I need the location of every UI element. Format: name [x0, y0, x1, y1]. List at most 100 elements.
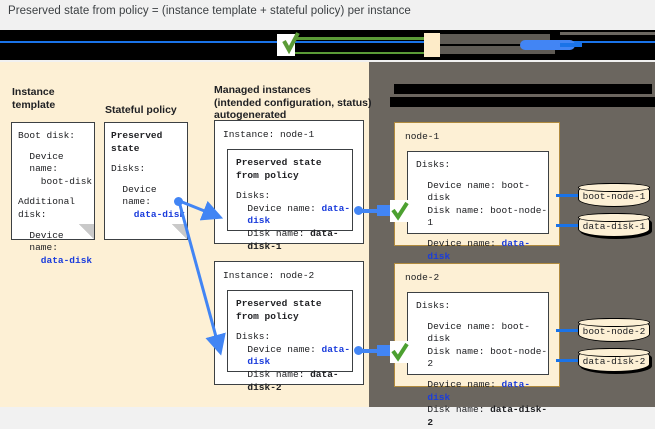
- device-name-label: Device name:: [122, 183, 157, 208]
- redacted-top-band: [0, 30, 655, 60]
- spacer: [18, 143, 94, 151]
- preserved-state-title-2: state: [111, 142, 140, 154]
- disk-label: data-disk-2: [582, 356, 646, 367]
- disk-label: boot-node-1: [582, 191, 646, 202]
- device-name-value: data-disk: [247, 343, 351, 368]
- data-device-name-label: Device name:: [427, 378, 496, 390]
- diagram-root: Preserved state from policy = (instance …: [0, 5, 655, 428]
- redacted-header-bar-1: [390, 84, 652, 94]
- disk-cylinder: boot-node-1: [577, 182, 650, 207]
- spacer: [18, 188, 94, 196]
- additional-disk-label-2: disk:: [18, 208, 47, 220]
- green-highlight-line-2: [288, 52, 528, 54]
- white-notch: [388, 83, 394, 95]
- instance-template-note: Boot disk: Device name: boot-disk Additi…: [11, 122, 95, 266]
- green-highlight-line: [285, 37, 510, 40]
- spacer: [416, 172, 548, 180]
- disks-label: Disks:: [111, 163, 146, 175]
- spacer: [416, 230, 548, 238]
- connector-line: [360, 349, 388, 353]
- device-name-label: Device name:: [247, 202, 316, 214]
- green-check-icon: [390, 341, 410, 363]
- blue-pill: [520, 40, 575, 50]
- boot-disk-label: Boot disk:: [18, 130, 76, 141]
- device-name-value: data-disk: [133, 208, 186, 220]
- disk-connector-line: [556, 194, 578, 197]
- green-check-icon: [390, 200, 410, 222]
- spacer: [111, 176, 187, 184]
- data-device-name-value: data-disk: [427, 378, 531, 403]
- data-device-name-label: Device name:: [427, 237, 496, 249]
- boot-device-name-label: Device name:: [29, 150, 64, 175]
- header-line: (intended configuration, status): [214, 96, 372, 109]
- preserved-state-title: Preserved state: [236, 157, 322, 168]
- stateful-policy-note: Preserved state Disks: Device name: data…: [104, 122, 188, 240]
- disk-name-label: Disk name:: [247, 368, 305, 380]
- header-line: template: [12, 98, 56, 111]
- preserved-state-title: Preserved state: [236, 298, 322, 309]
- header-line: autogenerated: [214, 109, 287, 121]
- managed-instance-card: Instance: node-1 Preserved state from po…: [214, 120, 364, 252]
- data-disk-name-label: Disk name:: [427, 404, 485, 416]
- connector-dot: [174, 197, 183, 206]
- disk-connector-line: [556, 329, 578, 332]
- folded-corner-icon: [172, 224, 188, 240]
- boot-disk-name: Disk name: boot-node-1: [427, 204, 548, 229]
- instance-label: Instance: node-2: [223, 270, 315, 281]
- spacer: [416, 313, 548, 321]
- disk-name-value: data-disk-1: [247, 227, 339, 252]
- disk-cylinder: data-disk-1: [577, 212, 650, 237]
- blue-pill-2: [560, 43, 582, 47]
- blue-guide-line: [0, 41, 655, 43]
- boot-device-name: Device name: boot-disk: [427, 320, 531, 345]
- instance-label: Instance: node-1: [223, 129, 315, 140]
- redaction-bar-top-right: [560, 32, 655, 35]
- boot-device-name-value: boot-disk: [40, 175, 93, 187]
- column-header-instance-template: Instance template: [12, 86, 55, 111]
- node-disks-box: Disks: Device name: boot-disk Disk name:…: [407, 151, 549, 287]
- disk-connector-line: [556, 359, 578, 362]
- preserved-state-title-2: from policy: [236, 169, 299, 181]
- spacer: [111, 155, 187, 163]
- spacer: [416, 371, 548, 379]
- spacer: [236, 323, 352, 331]
- connector-dot: [354, 346, 363, 355]
- connector-line: [360, 209, 388, 213]
- device-name-label: Device name:: [247, 343, 316, 355]
- connector-node: [377, 345, 391, 356]
- disk-cylinder: boot-node-2: [577, 317, 650, 342]
- spacer: [236, 182, 352, 190]
- disks-label: Disks:: [416, 300, 451, 311]
- grey-chip: [440, 34, 550, 44]
- device-name-value: data-disk: [247, 202, 351, 227]
- disk-label: data-disk-1: [582, 221, 646, 232]
- preserved-state-box: Preserved state from policy Disks: Devic…: [227, 290, 353, 393]
- additional-device-name-value: data-disk: [40, 254, 93, 266]
- data-device-name-value: data-disk: [427, 237, 531, 262]
- disks-label: Disks:: [236, 190, 271, 202]
- column-header-managed-instances: Managed instances (intended configuratio…: [214, 84, 372, 122]
- folded-corner-icon: [79, 224, 95, 240]
- boot-device-name: Device name: boot-disk: [427, 179, 531, 204]
- preserved-state-title: Preserved: [111, 130, 163, 141]
- header-line: Instance: [12, 86, 55, 98]
- redacted-header-bar-2: [390, 97, 655, 107]
- node-name: node-2: [405, 272, 440, 283]
- disk-label: boot-node-2: [582, 326, 646, 337]
- grey-chip-2: [440, 46, 555, 54]
- managed-instance-card: Instance: node-2 Preserved state from po…: [214, 261, 364, 393]
- disks-label: Disks:: [416, 159, 451, 170]
- green-check-icon-top: [282, 32, 300, 56]
- page-title: Preserved state from policy = (instance …: [8, 5, 411, 17]
- disk-name-label: Disk name:: [247, 227, 305, 239]
- disk-name-value: data-disk-2: [247, 368, 339, 393]
- node-card: node-1 Disks: Device name: boot-disk Dis…: [394, 122, 560, 287]
- header-line: Managed instances: [214, 84, 311, 96]
- node-name: node-1: [405, 131, 440, 142]
- header-line: Stateful policy: [105, 104, 177, 116]
- preserved-state-title-2: from policy: [236, 310, 299, 322]
- disk-cylinder: data-disk-2: [577, 347, 650, 372]
- additional-disk-label: Additional: [18, 196, 76, 208]
- boot-disk-name: Disk name: boot-node-2: [427, 345, 548, 370]
- additional-device-name-label: Device name:: [29, 229, 64, 254]
